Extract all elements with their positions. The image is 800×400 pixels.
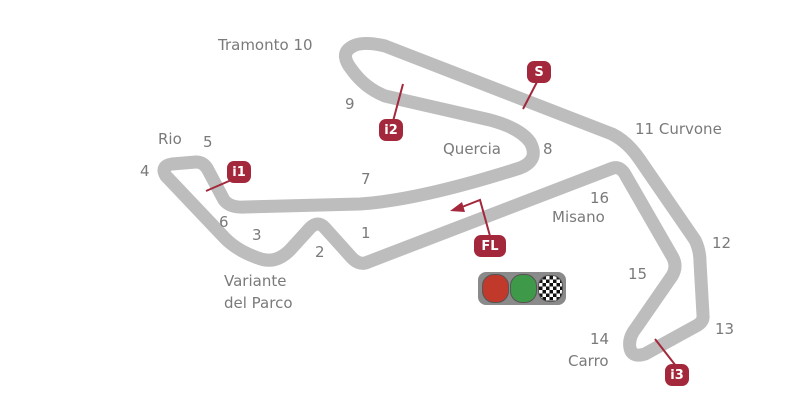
sector-line-s <box>522 79 539 110</box>
corner-2: 2 <box>315 243 325 261</box>
marker-finish-line: FL <box>474 235 506 257</box>
arrow-left-icon <box>450 202 465 212</box>
label-misano: Misano <box>552 208 605 226</box>
corner-7: 7 <box>361 170 371 188</box>
corner-1: 1 <box>361 224 371 242</box>
corner-13: 13 <box>715 320 735 338</box>
track-outline <box>157 36 710 362</box>
marker-i1: i1 <box>227 161 251 183</box>
corner-16: 16 <box>590 189 610 207</box>
green-light-icon <box>509 274 537 303</box>
label-curvone: 11 Curvone <box>635 120 722 138</box>
corner-6: 6 <box>219 213 229 231</box>
marker-start: S <box>527 61 551 83</box>
sector-line-i2 <box>391 83 404 126</box>
label-del-parco: del Parco <box>224 294 293 312</box>
marker-i3: i3 <box>665 364 689 386</box>
sector-line-i3 <box>654 338 677 367</box>
corner-14: 14 <box>590 330 610 348</box>
corner-8: 8 <box>543 140 553 158</box>
corner-5: 5 <box>203 133 213 151</box>
start-lights-legend <box>478 272 566 305</box>
marker-i2: i2 <box>379 119 403 141</box>
label-variante: Variante <box>224 272 287 290</box>
label-carro: Carro <box>568 352 609 370</box>
red-light-icon <box>481 274 509 303</box>
label-quercia: Quercia <box>443 140 501 158</box>
label-tramonto: Tramonto 10 <box>218 36 313 54</box>
corner-9: 9 <box>345 95 355 113</box>
checkered-flag-icon <box>537 275 563 302</box>
corner-15: 15 <box>628 265 648 283</box>
corner-4: 4 <box>140 162 150 180</box>
corner-3: 3 <box>252 226 262 244</box>
corner-12: 12 <box>712 234 732 252</box>
label-rio: Rio <box>158 130 182 148</box>
finish-line-pointer <box>461 198 491 237</box>
